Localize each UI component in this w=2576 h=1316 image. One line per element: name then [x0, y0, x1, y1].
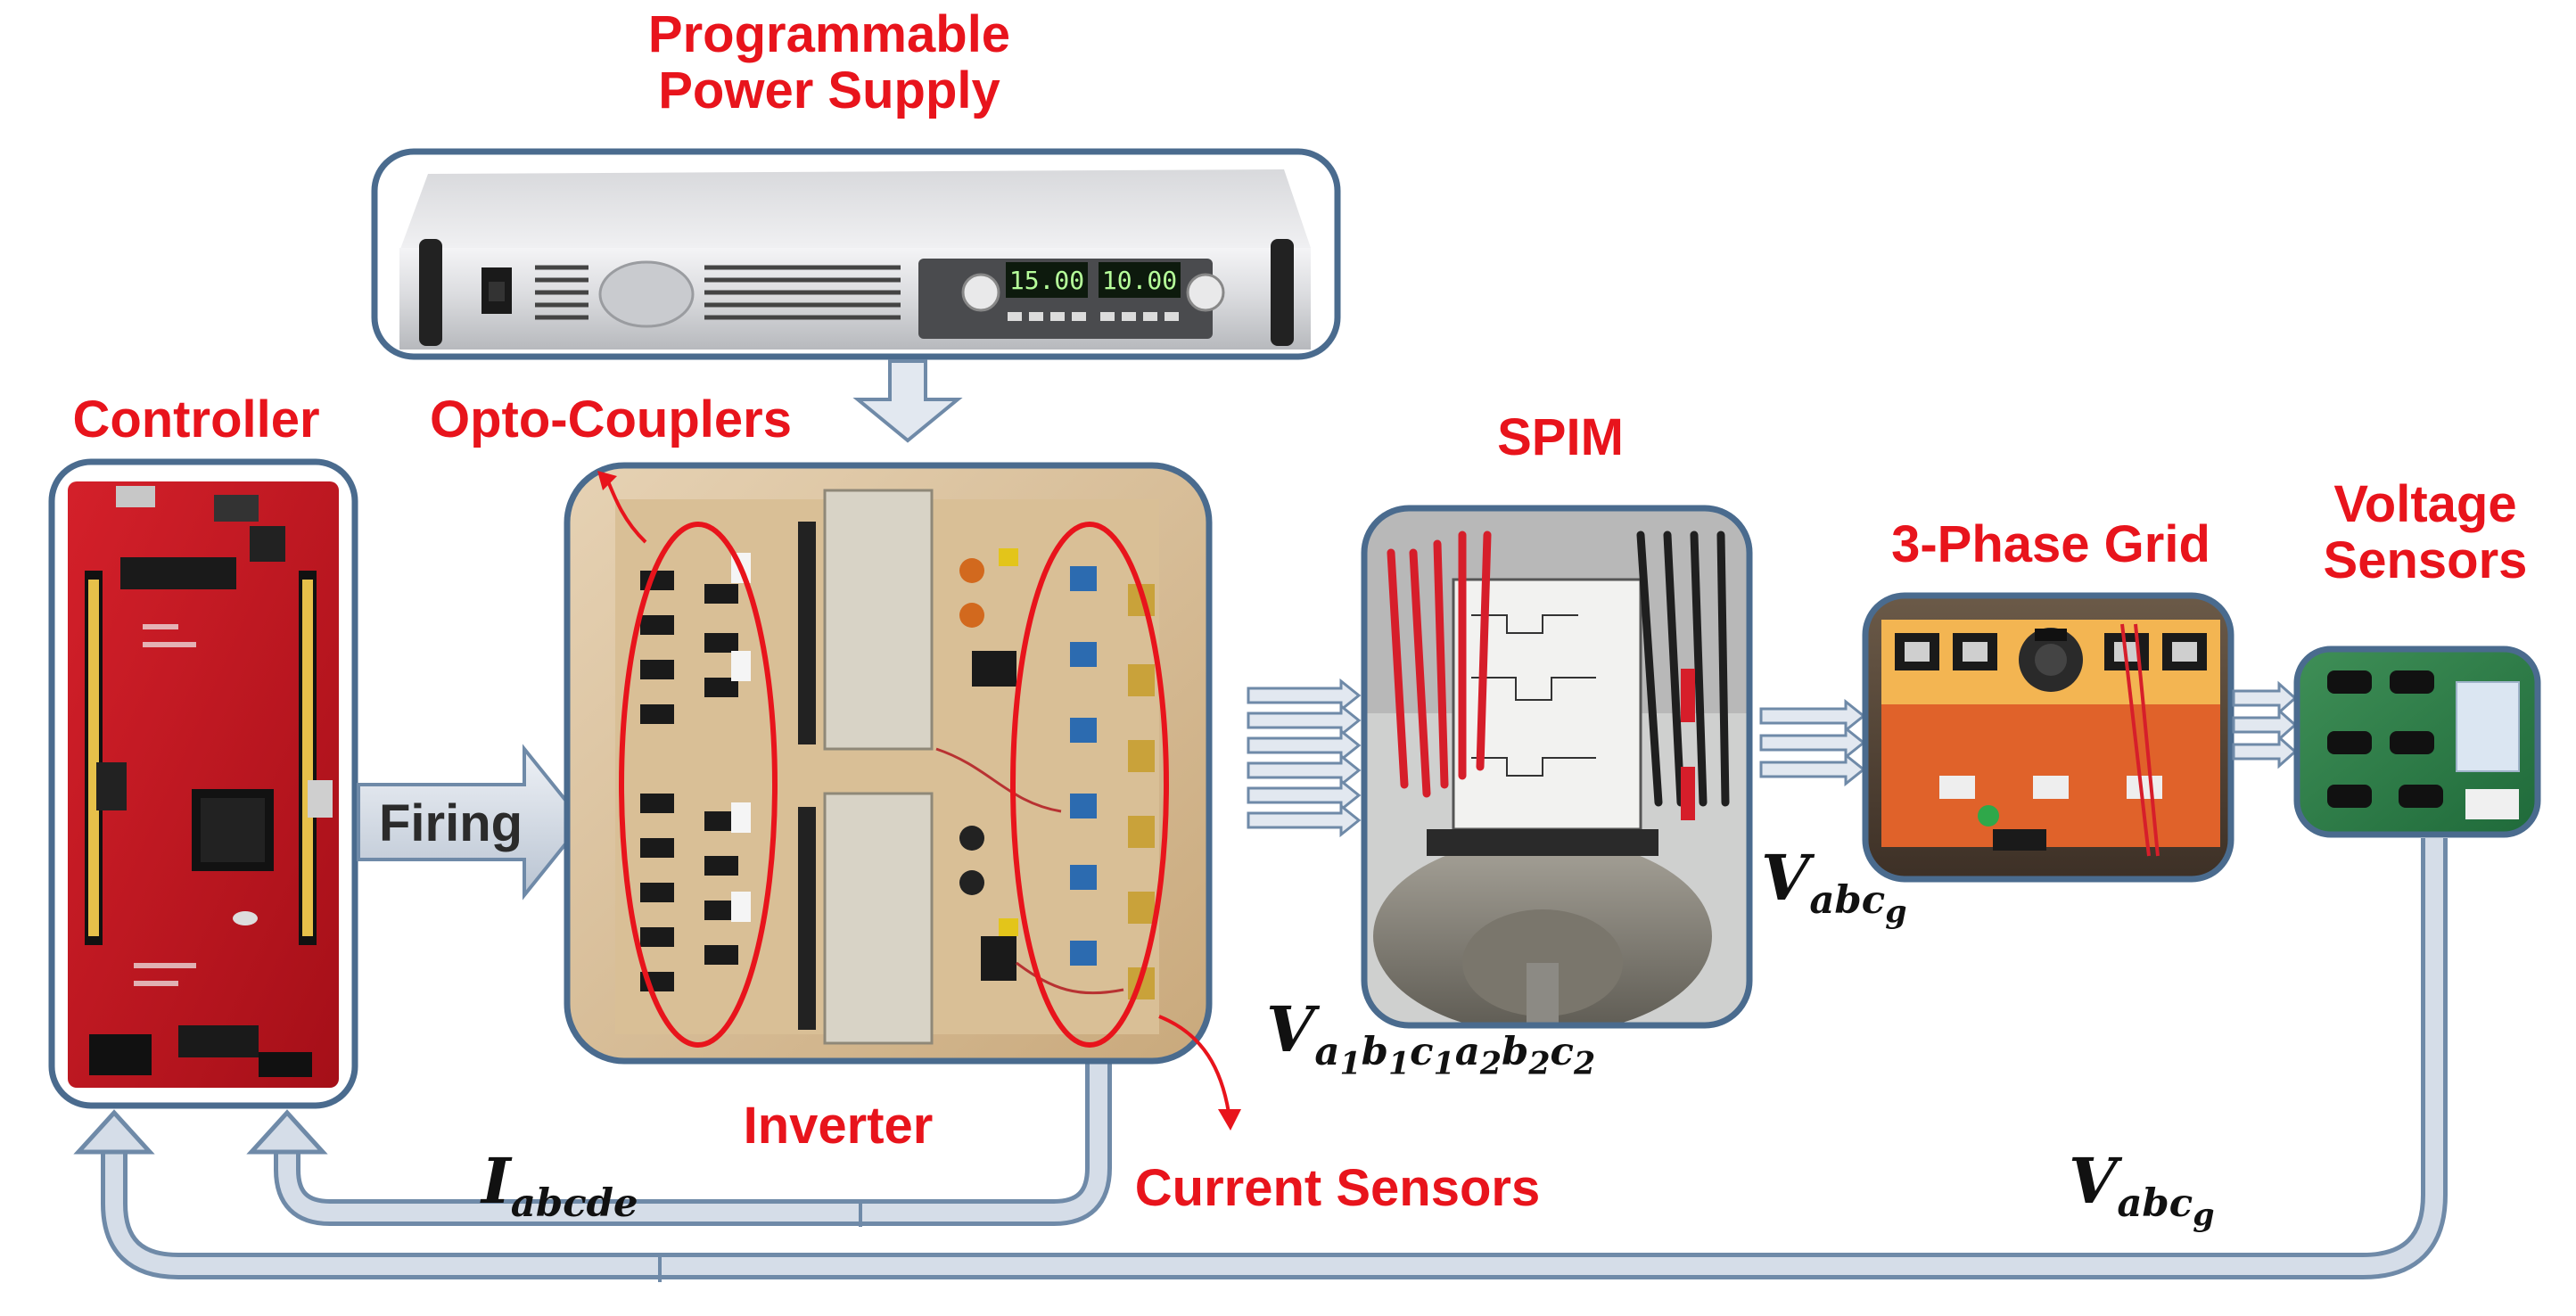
grid-photo: [1865, 596, 2231, 879]
controller-frame: [48, 458, 358, 1109]
opto-couplers-label: Opto-Couplers: [430, 391, 792, 448]
current-sensors-label: Current Sensors: [1134, 1159, 1541, 1217]
current-sensor-pointer: [1158, 1015, 1241, 1131]
power-supply-label-line1: Programmable: [647, 5, 1011, 63]
spim-to-grid-arrows: [1759, 698, 1866, 787]
voltage-sensors-photo: [2297, 649, 2538, 835]
controller-label: Controller: [72, 391, 320, 448]
current-feedback-signal: Iabcde: [481, 1144, 638, 1227]
grid-to-sensors-arrows: [2232, 680, 2298, 769]
grid-label: 3-Phase Grid: [1891, 515, 2210, 573]
inverter-frame: [564, 462, 1213, 1065]
voltage-sensors-frame: [2293, 646, 2541, 838]
grid-voltage-signal-top: Vabcg: [1761, 841, 1907, 931]
grid-frame: [1862, 592, 2234, 883]
voltage-sensors-label-line1: Voltage: [2333, 475, 2517, 533]
power-supply-label-line2: Power Supply: [658, 61, 1000, 119]
power-supply-arrow: [852, 359, 963, 443]
controller-photo: [52, 462, 355, 1106]
spim-photo: [1364, 508, 1749, 1025]
inverter-label: Inverter: [743, 1097, 934, 1155]
power-supply-label: Programmable Power Supply: [553, 5, 1106, 119]
inverter-voltage-signal: Va1b1c1a2b2c2: [1266, 992, 1596, 1082]
firing-arrow: [357, 744, 586, 901]
psu-display-left: 15.00: [1009, 266, 1084, 295]
spim-label: SPIM: [1497, 408, 1624, 466]
inverter-photo: [567, 465, 1209, 1061]
power-supply-photo: 15.00 10.00: [374, 152, 1337, 357]
inverter-to-spim-arrows: [1247, 678, 1362, 838]
feedback-pipes: [73, 838, 2448, 1282]
grid-voltage-feedback-signal: Vabcg: [2069, 1144, 2215, 1234]
psu-display-right: 10.00: [1102, 266, 1177, 295]
voltage-sensors-label-line2: Sensors: [2323, 531, 2528, 589]
power-supply-frame: [371, 148, 1341, 360]
firing-label: Firing: [379, 794, 523, 852]
voltage-sensors-label: Voltage Sensors: [2283, 475, 2568, 589]
spim-frame: [1361, 505, 1753, 1029]
opto-coupler-pointer: [597, 471, 647, 544]
